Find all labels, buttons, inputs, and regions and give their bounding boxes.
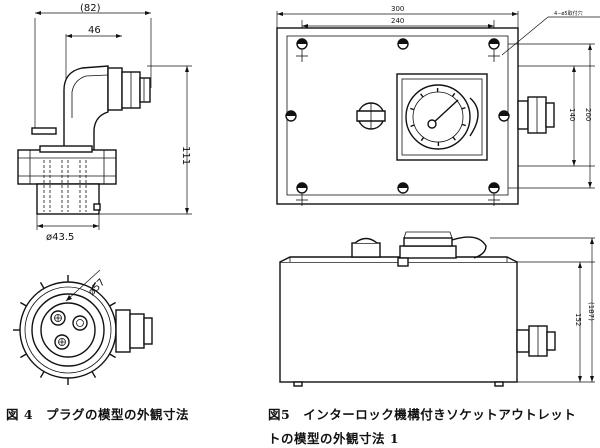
- fig5-front-view: [276, 11, 600, 206]
- socket-tooth: [420, 93, 424, 98]
- cog-tooth: [109, 353, 116, 359]
- fig4-end-view: [13, 269, 153, 385]
- socket-tooth: [451, 92, 456, 97]
- cog-tooth: [39, 282, 45, 289]
- fig4-caption: 図 4 プラグの模型の外観寸法: [6, 407, 190, 422]
- fig4-dimensions: [35, 11, 189, 230]
- fig4-dim-82: (82): [80, 3, 101, 14]
- fig5-side-view: [279, 231, 595, 387]
- socket-tooth: [420, 137, 425, 142]
- fig5-dim-240: 240: [391, 17, 404, 25]
- fig5-dim-200: 200: [584, 108, 592, 121]
- fig4-dim-46: 46: [88, 25, 101, 36]
- fig4-dim-111: 111: [180, 146, 191, 165]
- socket-tooth: [461, 123, 466, 127]
- cog-tooth: [20, 353, 27, 359]
- fig5-holes-label: 4−ø5取付穴: [554, 10, 583, 17]
- fig5-caption-line2: トの模型の外観寸法 1: [268, 431, 400, 446]
- fig5-caption-line1: 図5 インターロック機構付きソケットアウトレット: [268, 407, 577, 422]
- cog-tooth: [91, 371, 97, 378]
- fig5-dim-140: 140: [568, 108, 576, 121]
- socket-tooth: [461, 106, 466, 110]
- socket-tooth: [452, 136, 456, 141]
- socket-tooth: [410, 124, 415, 128]
- fig4-side-view: [17, 18, 192, 215]
- fig5-dim-300: 300: [391, 5, 404, 13]
- fig5-dim-152: 152: [574, 313, 582, 326]
- fig4-dim-43-5: ø43.5: [46, 232, 74, 243]
- cog-tooth: [91, 282, 97, 289]
- fig5-dim-187: (187): [587, 302, 595, 321]
- cog-tooth: [39, 371, 45, 378]
- socket-tooth: [410, 107, 415, 111]
- cog-tooth: [20, 301, 27, 307]
- cog-tooth: [109, 301, 116, 307]
